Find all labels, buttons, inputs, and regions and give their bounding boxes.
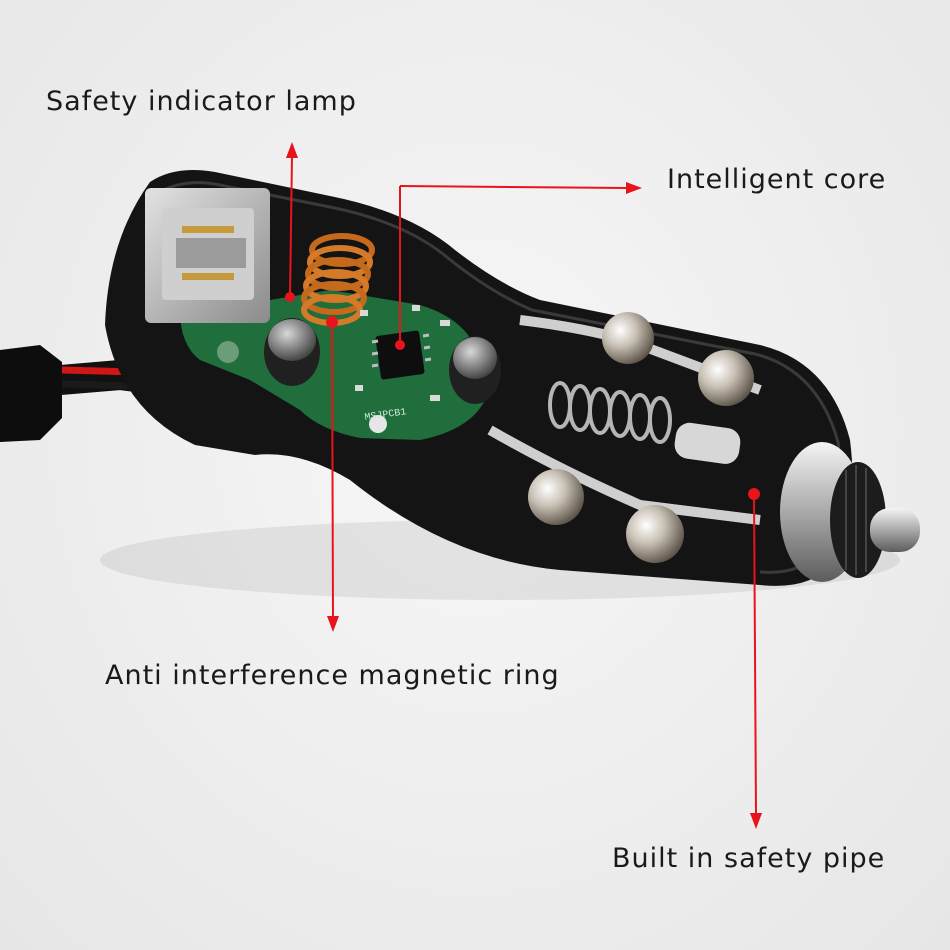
contact-ball (626, 505, 684, 563)
label-safety-indicator-lamp: Safety indicator lamp (46, 86, 357, 117)
pointer-ring-line (331, 321, 334, 619)
contact-ball (602, 312, 654, 364)
ic-chip (375, 330, 425, 380)
knurl-lines (845, 465, 867, 575)
pointer-lamp-dot (285, 292, 295, 302)
capacitor-right (449, 336, 501, 404)
usb-contact (182, 226, 234, 233)
side-clip-bottom (487, 425, 761, 525)
pcb-hole-2 (217, 341, 239, 363)
label-anti-interference-magnetic-ring: Anti interference magnetic ring (105, 660, 560, 691)
pointer-core-dot (395, 340, 405, 350)
pointer-pipe-line (753, 493, 757, 816)
contact-ball (528, 469, 584, 525)
pointer-lamp-line (289, 154, 293, 298)
usb-tongue (176, 238, 246, 268)
pointer-core-line-h (399, 185, 629, 189)
cable-plug (0, 345, 62, 442)
smd-components (355, 305, 450, 401)
annotation-pointers (285, 142, 762, 829)
capacitor-left (264, 318, 320, 386)
knurled-ring (830, 462, 886, 578)
pointer-ring-dot (326, 316, 338, 328)
center-pin (870, 508, 920, 552)
contact-ball (698, 350, 754, 406)
pointer-pipe-dot (748, 488, 760, 500)
pointer-core-arrowhead (626, 182, 642, 194)
ic-pins (371, 333, 432, 368)
pointer-lamp-arrowhead (286, 142, 298, 158)
fuse-tube (674, 422, 741, 464)
pointer-pipe-arrowhead (750, 813, 762, 829)
spring (548, 381, 672, 444)
label-intelligent-core: Intelligent core (667, 164, 887, 195)
usb-contact-2 (182, 273, 234, 280)
label-built-in-safety-pipe: Built in safety pipe (612, 843, 886, 874)
pointer-ring-arrowhead (327, 616, 339, 632)
pcb-hole (369, 415, 387, 433)
